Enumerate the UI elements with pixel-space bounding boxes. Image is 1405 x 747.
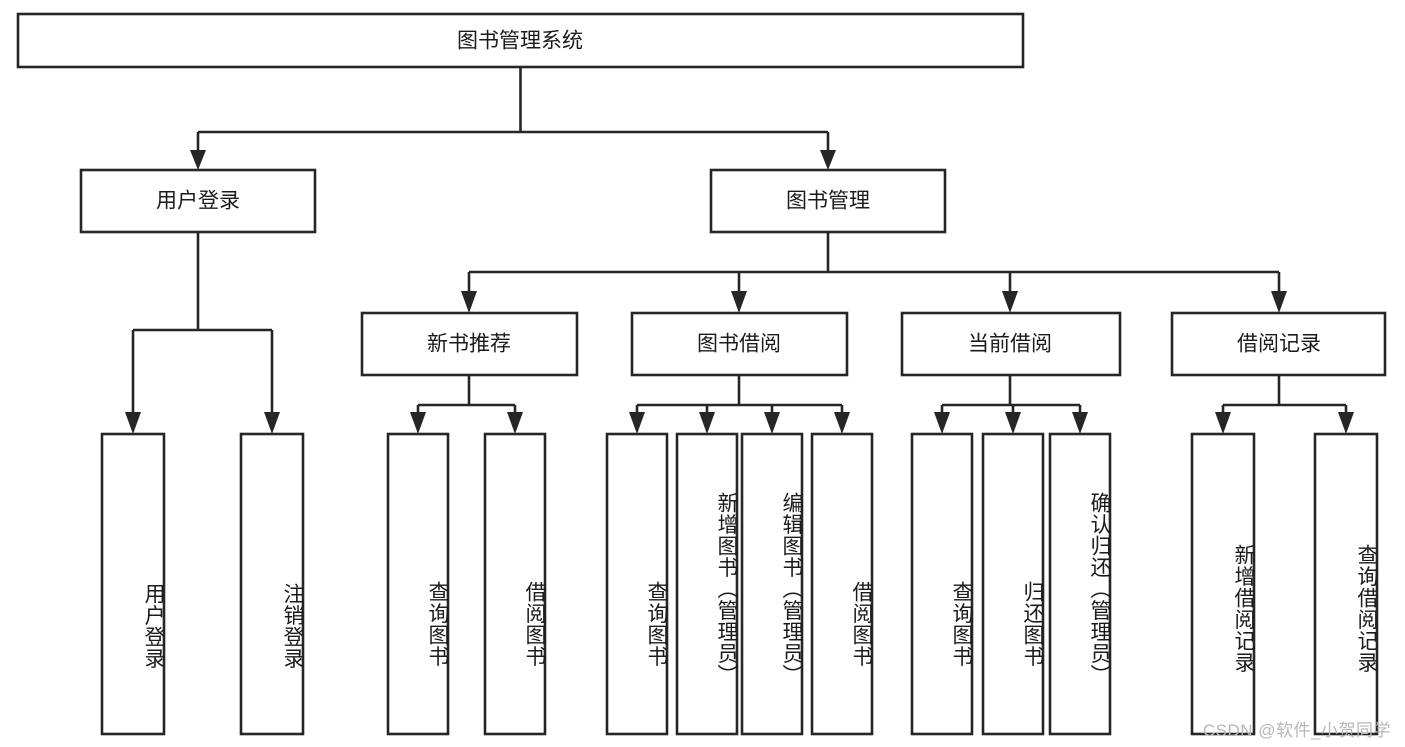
arrow-to-book-mgmt: [820, 150, 836, 170]
node-book-management[interactable]: 图书管理: [709, 168, 947, 234]
leaf-box-query-book-2[interactable]: [605, 432, 669, 736]
watermark: CSDN @软件_小贺同学: [1202, 721, 1391, 740]
arrow-to-user-login: [190, 150, 206, 170]
arrow-to-current-borrow: [1002, 291, 1018, 313]
node-root-box[interactable]: [16, 12, 1025, 69]
node-user-login[interactable]: 用户登录: [79, 168, 317, 234]
node-book-management-box[interactable]: [709, 168, 947, 234]
node-borrow-record-box[interactable]: [1170, 311, 1387, 377]
arrow-leaf-add-book: [699, 412, 715, 434]
arrow-leaf-confirm-return: [1072, 412, 1088, 434]
leaf-box-borrow-book-2[interactable]: [810, 432, 874, 736]
node-current-borrow[interactable]: 当前借阅: [900, 311, 1122, 377]
arrow-leaf-query-book-1: [410, 412, 426, 434]
node-book-borrow-box[interactable]: [630, 311, 849, 377]
leaf-box-query-record[interactable]: [1313, 432, 1379, 736]
arrow-leaf-logout: [264, 412, 280, 434]
arrow-leaf-edit-book: [764, 412, 780, 434]
leaf-box-add-book[interactable]: [675, 432, 739, 736]
arrow-leaf-borrow-book-2: [834, 412, 850, 434]
arrow-leaf-query-book-3: [934, 412, 950, 434]
leaf-box-confirm-return[interactable]: [1048, 432, 1112, 736]
arrow-to-new-book-rec: [461, 291, 477, 313]
node-root[interactable]: 图书管理系统: [16, 12, 1025, 69]
node-book-borrow-label: 图书借阅: [697, 333, 781, 356]
leaf-box-user-login[interactable]: [100, 432, 166, 736]
connector-group: [125, 67, 1354, 434]
node-current-borrow-box[interactable]: [900, 311, 1122, 377]
arrow-leaf-add-record: [1215, 412, 1231, 434]
node-borrow-record[interactable]: 借阅记录: [1170, 311, 1387, 377]
leaf-box-borrow-book-1[interactable]: [483, 432, 547, 736]
leaf-box-logout[interactable]: [239, 432, 305, 736]
node-new-book-recommend[interactable]: 新书推荐: [360, 311, 579, 377]
node-book-borrow[interactable]: 图书借阅: [630, 311, 849, 377]
arrow-leaf-return-book: [1005, 412, 1021, 434]
arrow-leaf-query-book-2: [629, 412, 645, 434]
node-root-label: 图书管理系统: [457, 30, 583, 53]
node-new-book-recommend-box[interactable]: [360, 311, 579, 377]
leaf-box-return-book[interactable]: [981, 432, 1045, 736]
arrow-leaf-user-login: [125, 412, 141, 434]
node-user-login-label: 用户登录: [156, 190, 240, 213]
leaf-box-edit-book[interactable]: [740, 432, 804, 736]
leaf-box-query-book-1[interactable]: [386, 432, 450, 736]
node-book-management-label: 图书管理: [786, 190, 870, 213]
node-current-borrow-label: 当前借阅: [968, 333, 1052, 356]
arrow-leaf-borrow-book-1: [507, 412, 523, 434]
arrow-to-book-borrow: [731, 291, 747, 313]
node-user-login-box[interactable]: [79, 168, 317, 234]
leaf-box-group: [100, 432, 1379, 736]
arrow-to-borrow-record: [1271, 291, 1287, 313]
arrow-leaf-query-record: [1338, 412, 1354, 434]
node-borrow-record-label: 借阅记录: [1237, 333, 1321, 356]
leaf-box-query-book-3[interactable]: [910, 432, 974, 736]
node-new-book-recommend-label: 新书推荐: [427, 333, 511, 356]
leaf-box-add-record[interactable]: [1190, 432, 1256, 736]
